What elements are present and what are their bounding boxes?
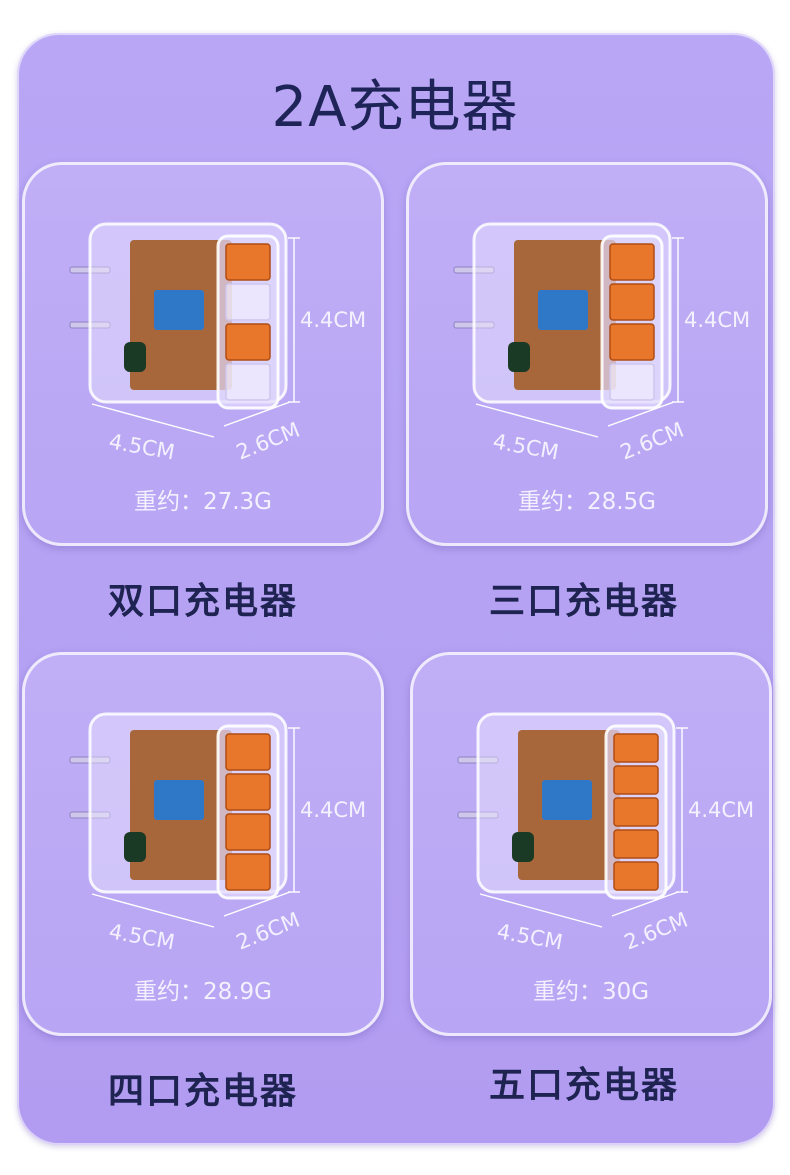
- usb-port: [613, 765, 659, 795]
- usb-port: [609, 283, 655, 321]
- product-card-5port: 4.4CM 4.5CM 2.6CM 重约：30G: [410, 652, 772, 1036]
- charger-illustration: 4.4CM 4.5CM 2.6CM: [453, 222, 750, 465]
- width-dimension-label: 4.5CM: [495, 919, 564, 954]
- depth-dimension-line: [223, 401, 291, 427]
- capacitor: [124, 342, 146, 372]
- capacitor: [508, 342, 530, 372]
- product-name: 三口充电器: [488, 581, 679, 622]
- capacitor: [512, 832, 534, 862]
- usb-port: [609, 243, 655, 281]
- charger-body: [69, 222, 288, 410]
- width-dimension-line: [479, 893, 603, 928]
- dimension-lines: [475, 237, 684, 438]
- height-dimension-label: 4.4CM: [688, 798, 754, 822]
- usb-port: [225, 813, 271, 851]
- usb-port: [609, 323, 655, 361]
- charger-body: [457, 712, 676, 900]
- product-name: 双口充电器: [107, 581, 298, 622]
- charger-body: [69, 712, 288, 900]
- page-title: 2A充电器: [271, 75, 519, 140]
- usb-port: [613, 733, 659, 763]
- product-card-3port: 4.4CM 4.5CM 2.6CM 重约：28.5G: [406, 162, 768, 546]
- depth-dimension-line: [607, 401, 675, 427]
- depth-dimension-label: 2.6CM: [621, 908, 691, 955]
- width-dimension-label: 4.5CM: [107, 429, 176, 464]
- dimension-lines: [479, 727, 688, 928]
- width-dimension-line: [475, 403, 599, 438]
- width-dimension-label: 4.5CM: [491, 429, 560, 464]
- weight-text: 重约：30G: [532, 979, 650, 1005]
- depth-dimension-label: 2.6CM: [233, 908, 303, 955]
- depth-dimension-label: 2.6CM: [617, 418, 687, 465]
- empty-port-slot: [225, 283, 271, 321]
- usb-port: [225, 853, 271, 891]
- width-dimension-line: [91, 403, 215, 438]
- weight-text: 重约：28.5G: [517, 489, 657, 515]
- transformer: [538, 290, 588, 330]
- width-dimension-label: 4.5CM: [107, 919, 176, 954]
- usb-port: [225, 773, 271, 811]
- height-dimension-label: 4.4CM: [684, 308, 750, 332]
- product-card-4port: 4.4CM 4.5CM 2.6CM 重约：28.9G: [22, 652, 384, 1036]
- usb-port: [225, 243, 271, 281]
- dimension-lines: [91, 727, 300, 928]
- height-dimension-label: 4.4CM: [300, 798, 366, 822]
- usb-port: [613, 797, 659, 827]
- width-dimension-line: [91, 893, 215, 928]
- transformer: [542, 780, 592, 820]
- empty-port-slot: [609, 363, 655, 401]
- empty-port-slot: [225, 363, 271, 401]
- usb-port: [613, 829, 659, 859]
- depth-dimension-line: [611, 891, 679, 917]
- product-name: 四口充电器: [107, 1071, 298, 1112]
- height-dimension-label: 4.4CM: [300, 308, 366, 332]
- usb-port: [225, 733, 271, 771]
- charger-illustration: 4.4CM 4.5CM 2.6CM: [457, 712, 754, 955]
- usb-port: [225, 323, 271, 361]
- depth-dimension-line: [223, 891, 291, 917]
- depth-dimension-label: 2.6CM: [233, 418, 303, 465]
- transformer: [154, 290, 204, 330]
- product-name: 五口充电器: [488, 1065, 679, 1106]
- dimension-lines: [91, 237, 300, 438]
- weight-text: 重约：28.9G: [133, 979, 273, 1005]
- product-card-2port: 4.4CM 4.5CM 2.6CM 重约：27.3G: [22, 162, 384, 546]
- weight-text: 重约：27.3G: [133, 489, 273, 515]
- charger-illustration: 4.4CM 4.5CM 2.6CM: [69, 712, 366, 955]
- charger-body: [453, 222, 672, 410]
- transformer: [154, 780, 204, 820]
- charger-illustration: 4.4CM 4.5CM 2.6CM: [69, 222, 366, 465]
- capacitor: [124, 832, 146, 862]
- usb-port: [613, 861, 659, 891]
